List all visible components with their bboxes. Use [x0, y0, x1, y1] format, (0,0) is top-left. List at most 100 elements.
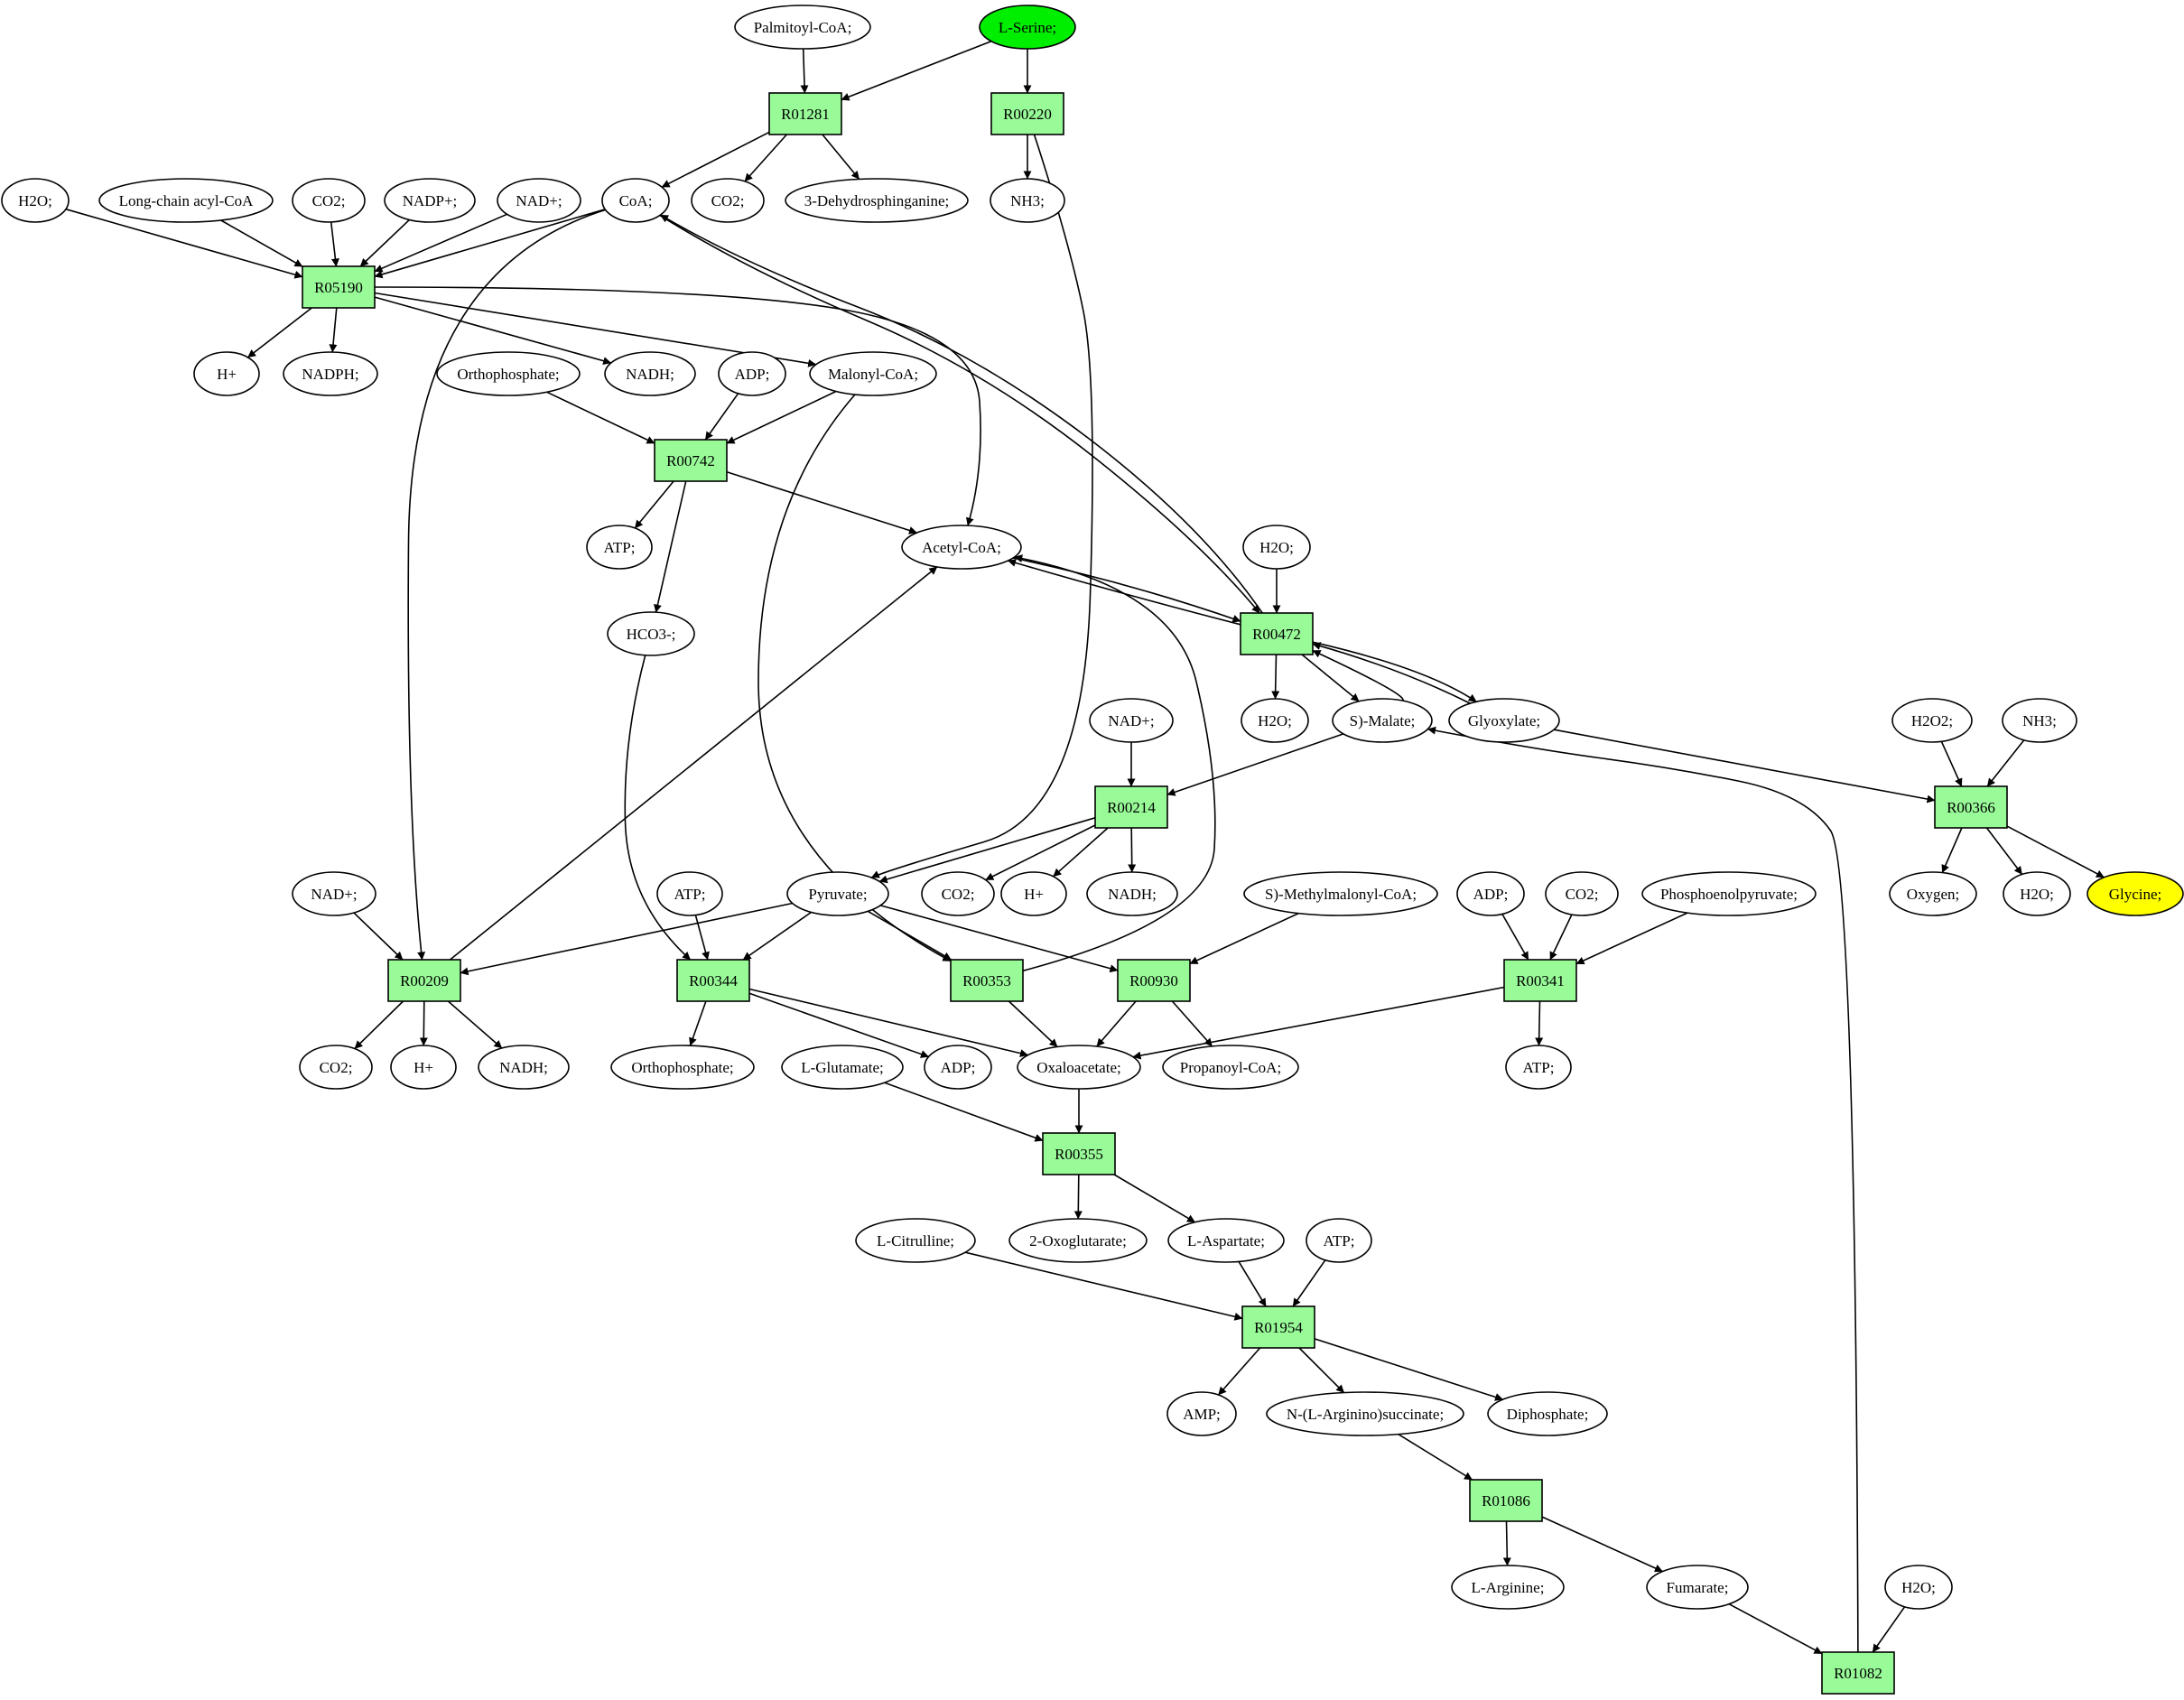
- compound-propanoyl-coa: Propanoyl-CoA;: [1162, 1045, 1299, 1090]
- compound-label-arginino-succinate: N-(L-Arginino)succinate;: [1287, 1406, 1444, 1423]
- compound-label-coa: CoA;: [619, 192, 653, 209]
- compound-label-malonyl-coa: Malonyl-CoA;: [828, 366, 918, 383]
- compound-co2-4: CO2;: [1545, 871, 1619, 916]
- compound-node-pyruvate: [786, 871, 889, 916]
- edge-r05190-to-nadph: [329, 307, 338, 353]
- reaction-label-r00930: R00930: [1129, 972, 1178, 989]
- compound-orthophosphate-2: Orthophosphate;: [610, 1045, 755, 1090]
- compound-co2-3: CO2;: [921, 871, 995, 916]
- compound-h-plus-2: H+: [1000, 871, 1067, 916]
- compound-node-diphosphate: [1487, 1391, 1608, 1436]
- edge-r00209-to-h-plus-3: [419, 1000, 428, 1046]
- edge-adp-2-to-r00341: [1501, 914, 1529, 961]
- edge-nh3-2-to-r00366: [1986, 739, 2025, 787]
- compound-palmitoyl-coa: Palmitoyl-CoA;: [734, 5, 871, 50]
- compound-nadh-1: NADH;: [604, 351, 696, 396]
- edge-r00355-to-oxoglutarate: [1073, 1174, 1083, 1220]
- compound-coa: CoA;: [601, 178, 670, 223]
- compound-fumarate: Fumarate;: [1646, 1565, 1749, 1610]
- edge-r00209-to-acetyl-coa: [449, 566, 938, 961]
- edge-nadp-plus-to-r05190: [359, 218, 411, 267]
- compound-label-h2o-5: H2O;: [1901, 1579, 1936, 1596]
- compound-node-l-citrulline: [855, 1218, 976, 1263]
- compound-node-nadh-1: [604, 351, 696, 396]
- compound-diphosphate: Diphosphate;: [1487, 1391, 1608, 1436]
- compound-node-h2o-3: [1241, 698, 1309, 743]
- compound-label-nadp-plus: NADP+;: [403, 192, 458, 209]
- compound-h2o-1: H2O;: [1, 178, 70, 223]
- edge-r00353-to-acetyl-coa: [1014, 554, 1216, 972]
- reaction-box-r00220: [990, 92, 1064, 135]
- compound-node-oxoglutarate: [1008, 1218, 1148, 1263]
- reaction-box-r00472: [1240, 612, 1314, 655]
- edge-arginino-succinate-to-r01086: [1398, 1433, 1473, 1481]
- edge-h2o2-to-r00366: [1940, 740, 1963, 787]
- compound-h2o-2: H2O;: [1242, 525, 1311, 570]
- edge-palmitoyl-coa-to-r01281: [800, 48, 809, 94]
- compound-node-amp: [1166, 1391, 1237, 1436]
- compound-node-co2-2: [691, 178, 765, 223]
- compound-hco3: HCO3-;: [607, 611, 695, 656]
- compound-label-oxoglutarate: 2-Oxoglutarate;: [1029, 1232, 1127, 1249]
- edge-coa-to-r05190: [374, 209, 606, 279]
- edge-h2o-5-to-r01082: [1872, 1606, 1906, 1653]
- compound-h2o-4: H2O;: [2003, 871, 2071, 916]
- compound-l-arginine: L-Arginine;: [1451, 1565, 1565, 1610]
- pathway-nodes: Palmitoyl-CoA; L-Serine; H2O; Long-chain ac…: [1, 5, 2184, 1695]
- reaction-r00366: R00366: [1934, 785, 2008, 829]
- edge-r00341-to-atp-3: [1535, 1000, 1544, 1046]
- compound-h2o2: H2O2;: [1891, 698, 1973, 743]
- reaction-r01954: R01954: [1241, 1305, 1315, 1349]
- compound-node-palmitoyl-coa: [734, 5, 871, 50]
- compound-atp-4: ATP;: [1306, 1218, 1372, 1263]
- reaction-r01082: R01082: [1821, 1651, 1895, 1695]
- edge-r00214-to-pyruvate: [878, 817, 1096, 884]
- compound-h2o-5: H2O;: [1884, 1565, 1953, 1610]
- edge-l-citrulline-to-r01954: [965, 1251, 1243, 1321]
- compound-label-amp: AMP;: [1183, 1406, 1221, 1423]
- compound-node-glyoxylate: [1448, 698, 1560, 743]
- edge-adp-1-to-r00742: [704, 393, 739, 441]
- compound-nad-plus-3: NAD+;: [292, 871, 376, 916]
- compound-adp-3: ADP;: [924, 1045, 992, 1090]
- compound-nadph: NADPH;: [283, 351, 378, 396]
- reaction-box-r00353: [950, 959, 1024, 1002]
- compound-label-atp-1: ATP;: [604, 539, 636, 556]
- compound-label-long-chain-acyl-coa: Long-chain acyl-CoA: [119, 192, 254, 209]
- compound-node-nh3-2: [2002, 698, 2077, 743]
- compound-node-atp-2: [656, 871, 723, 916]
- compound-label-nh3-1: NH3;: [1010, 192, 1045, 209]
- compound-label-hco3: HCO3-;: [627, 626, 676, 643]
- compound-label-h2o-4: H2O;: [2020, 886, 2054, 903]
- reaction-r00353: R00353: [950, 959, 1024, 1002]
- compound-node-nad-plus-1: [497, 178, 581, 223]
- compound-label-orthophosphate-2: Orthophosphate;: [631, 1059, 733, 1076]
- compound-label-co2-3: CO2;: [942, 886, 975, 903]
- reaction-box-r00341: [1503, 959, 1577, 1002]
- compound-node-oxygen: [1889, 871, 1977, 916]
- compound-label-adp-1: ADP;: [735, 366, 770, 383]
- compound-h2o-3: H2O;: [1241, 698, 1309, 743]
- compound-label-glyoxylate: Glyoxylate;: [1468, 712, 1540, 729]
- edge-r00472-to-coa: [660, 214, 1263, 614]
- edge-r01281-to-coa: [661, 131, 770, 188]
- reaction-label-r00344: R00344: [689, 972, 738, 989]
- compound-node-h-plus-2: [1000, 871, 1067, 916]
- compound-label-co2-5: CO2;: [320, 1059, 353, 1076]
- compound-node-nh3-1: [990, 178, 1065, 223]
- edge-l-glutamate-to-r00355: [884, 1082, 1044, 1142]
- edge-pyruvate-to-r00209: [460, 902, 793, 976]
- compound-label-adp-3: ADP;: [941, 1059, 976, 1076]
- edge-r00366-to-oxygen: [1941, 827, 1963, 874]
- compound-nh3-1: NH3;: [990, 178, 1065, 223]
- compound-label-nad-plus-3: NAD+;: [311, 886, 357, 903]
- compound-label-pyruvate: Pyruvate;: [808, 886, 867, 903]
- edge-atp-2-to-r00344: [694, 915, 710, 961]
- compound-label-atp-2: ATP;: [674, 886, 706, 903]
- compound-label-s-malate: S)-Malate;: [1350, 712, 1416, 729]
- edge-r00742-to-acetyl-coa: [726, 471, 917, 534]
- compound-l-serine: L-Serine;: [979, 5, 1076, 50]
- compound-label-h-plus-1: H+: [217, 366, 237, 383]
- compound-label-nh3-2: NH3;: [2022, 712, 2057, 729]
